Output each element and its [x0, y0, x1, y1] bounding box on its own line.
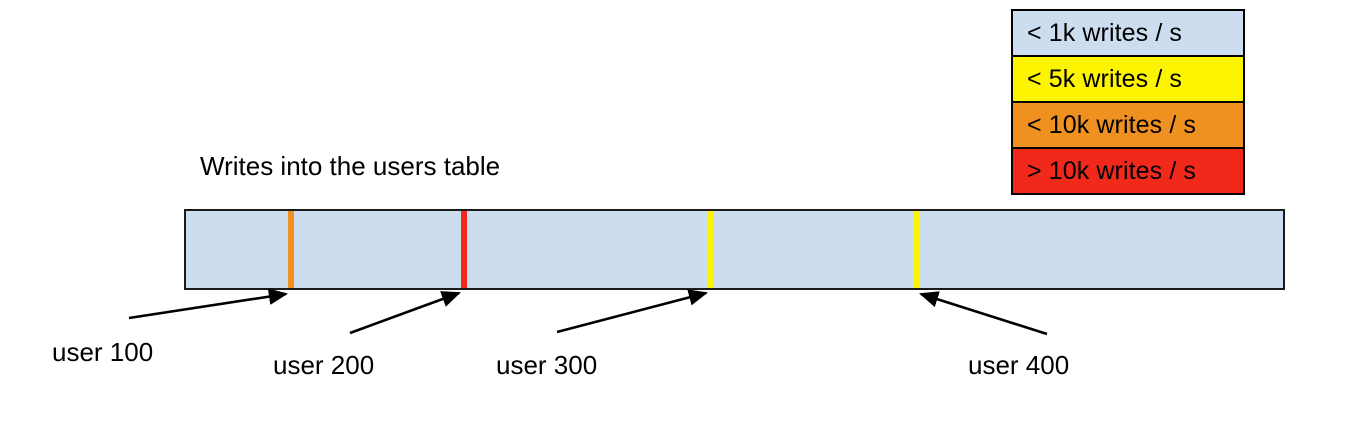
- marker-user-400: [913, 211, 919, 288]
- label-user-100: user 100: [52, 337, 154, 367]
- label-user-200: user 200: [273, 350, 375, 380]
- legend-label-under-10k: < 10k writes / s: [1027, 110, 1197, 139]
- legend-row-under-10k: < 10k writes / s: [1013, 103, 1243, 149]
- legend-label-under-1k: < 1k writes / s: [1027, 18, 1183, 47]
- marker-user-300: [708, 211, 714, 288]
- label-user-400: user 400: [968, 350, 1070, 380]
- legend-row-under-5k: < 5k writes / s: [1013, 57, 1243, 103]
- arrow-user-100: [128, 288, 289, 320]
- legend-row-over-10k: > 10k writes / s: [1013, 149, 1243, 193]
- legend-label-under-5k: < 5k writes / s: [1027, 64, 1183, 93]
- users-table-keyspace-bar: [184, 209, 1285, 290]
- arrow-user-300: [556, 289, 709, 334]
- write-rate-legend: < 1k writes / s < 5k writes / s < 10k wr…: [1011, 9, 1245, 195]
- marker-user-200: [461, 211, 467, 288]
- arrow-user-400: [919, 291, 1048, 336]
- arrow-user-200: [349, 291, 461, 335]
- marker-user-100: [288, 211, 294, 288]
- chart-title: Writes into the users table: [200, 151, 501, 181]
- legend-row-under-1k: < 1k writes / s: [1013, 11, 1243, 57]
- label-user-300: user 300: [496, 350, 598, 380]
- legend-label-over-10k: > 10k writes / s: [1027, 156, 1197, 185]
